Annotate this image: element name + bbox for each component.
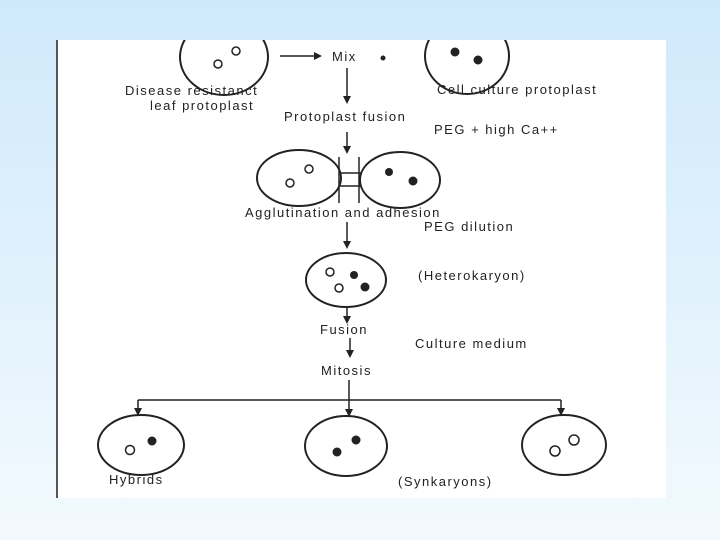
leaf-protoplast-label: leaf protoplast [150,98,254,113]
leaf-protoplast-cell [179,40,269,96]
heterokaryon-label: (Heterokaryon) [418,268,526,283]
protoplast-fusion-label: Protoplast fusion [284,109,406,124]
synkaryons-label: (Synkaryons) [398,474,493,489]
protoplast-fusion-diagram: Mix Disease resistanct leaf protoplast C… [97,40,607,489]
fusion-label: Fusion [320,322,368,337]
branch-connector [134,380,565,417]
peg-high-ca-label: PEG + high Ca++ [434,122,559,137]
agglutination-label: Agglutination and adhesion [245,205,441,220]
parental-cell [521,414,607,476]
disease-resistant-label: Disease resistanct [125,83,258,98]
cell-culture-protoplast-cell [424,40,510,95]
culture-medium-label: Culture medium [415,336,528,351]
peg-dilution-label: PEG dilution [424,219,514,234]
mix-label: Mix [332,49,357,64]
cell-culture-label: Cell culture protoplast [437,82,597,97]
hybrid-cell [97,414,185,476]
mix-dot [380,55,386,61]
agglutinated-protoplasts [256,149,441,209]
synkaryon-cell [304,415,388,477]
hybrids-label: Hybrids [109,472,164,487]
heterokaryon-cell [305,252,387,308]
slide-panel: Mix Disease resistanct leaf protoplast C… [56,40,666,498]
mitosis-label: Mitosis [321,363,372,378]
